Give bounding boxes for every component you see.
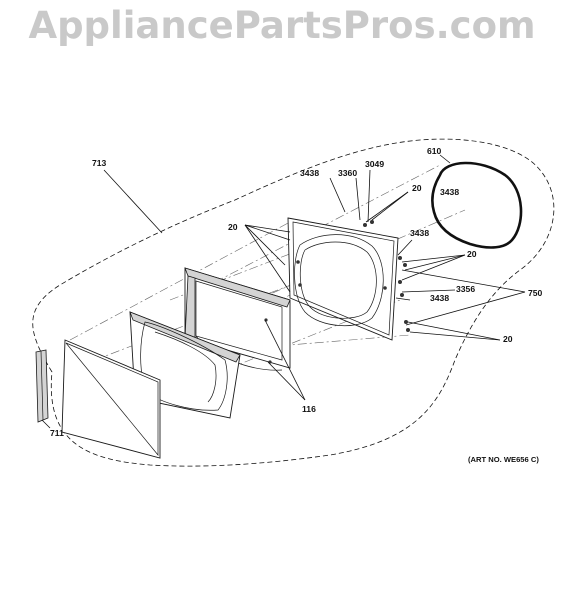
callout-3438-low: 3438 <box>430 293 449 303</box>
callout-20-right: 20 <box>467 249 477 259</box>
handle-711 <box>35 349 49 423</box>
window-frame <box>184 267 291 371</box>
callout-3049: 3049 <box>365 159 384 169</box>
callout-20-left: 20 <box>228 222 238 232</box>
callout-3356: 3356 <box>456 284 475 294</box>
alignment-lines <box>69 164 466 401</box>
callout-713: 713 <box>92 158 107 168</box>
screws <box>363 220 410 332</box>
outer-door-panel <box>61 339 161 459</box>
watermark: AppliancePartsPros.com <box>28 4 536 47</box>
callout-610: 610 <box>427 146 442 156</box>
callout-20-top: 20 <box>412 183 422 193</box>
callout-116: 116 <box>302 404 316 414</box>
callout-3438-gasket: 3438 <box>440 187 459 197</box>
door-gasket-610 <box>431 161 523 249</box>
callout-3438-mid: 3438 <box>410 228 429 238</box>
callout-711: 711 <box>50 428 64 438</box>
leader-lines <box>41 154 526 429</box>
callout-750: 750 <box>528 288 543 298</box>
callout-3360: 3360 <box>338 168 357 178</box>
inner-door-liner <box>287 217 399 341</box>
art-number: (ART NO. WE656 C) <box>468 455 539 464</box>
callout-3438-top: 3438 <box>300 168 319 178</box>
callout-20-bottom: 20 <box>503 334 513 344</box>
